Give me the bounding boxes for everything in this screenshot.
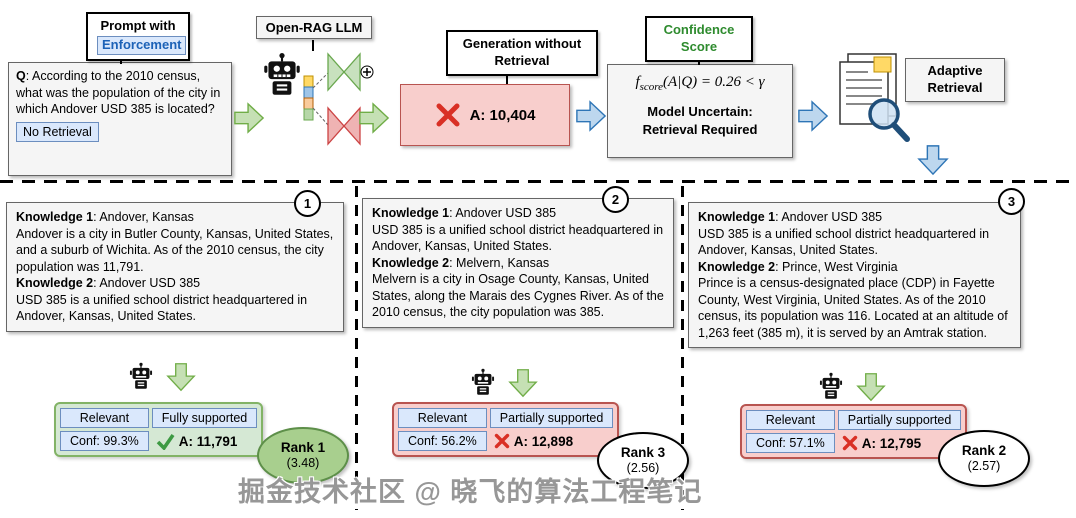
knowledge-1-label: Knowledge 1	[372, 206, 450, 220]
knowledge-1-body: USD 385 is a unified school district hea…	[372, 222, 664, 254]
rank-badge: Rank 3 (2.56)	[597, 432, 689, 489]
generation-callout: Generation without Retrieval	[446, 30, 598, 76]
vertical-divider-2	[681, 186, 684, 510]
relevance-cell: Relevant	[60, 408, 149, 428]
generation-callout-line1: Generation without	[462, 36, 582, 51]
knowledge-box: Knowledge 1: Andover USD 385 USD 385 is …	[688, 202, 1021, 348]
support-cell: Partially supported	[837, 410, 962, 430]
knowledge-2-body: Prince is a census-designated place (CDP…	[698, 276, 1008, 340]
robot-generation-step	[470, 368, 538, 398]
critique-result-box: Relevant Partially supported Conf: 57.1%…	[740, 404, 968, 459]
answer-text: A: 12,898	[513, 433, 574, 449]
moe-network-icon	[303, 52, 374, 146]
enforcement-highlight: Enforcement	[97, 35, 187, 55]
rank-score: (2.56)	[626, 461, 660, 476]
rank-badge: Rank 2 (2.57)	[938, 430, 1030, 487]
horizontal-divider	[0, 180, 1076, 183]
arrow-down-icon	[508, 369, 538, 398]
arrow-right-icon	[576, 100, 607, 132]
no-retrieval-answer: A: 10,404	[469, 106, 536, 124]
confidence-cell: Conf: 57.1%	[746, 433, 835, 453]
document-search-icon	[839, 53, 910, 142]
answer-cell: A: 12,898	[490, 431, 614, 451]
support-cell: Partially supported	[489, 408, 614, 428]
knowledge-1-body: USD 385 is a unified school district hea…	[698, 226, 990, 258]
robot-icon	[264, 53, 300, 95]
rank-badge: Rank 1 (3.48)	[257, 427, 349, 484]
knowledge-2-body: Melvern is a city in Osage County, Kansa…	[372, 272, 664, 319]
arrow-right-icon	[359, 102, 390, 134]
connector-line	[506, 74, 508, 84]
confidence-callout-line2: Score	[680, 38, 718, 54]
knowledge-1-label: Knowledge 1	[16, 210, 94, 224]
answer-cell: A: 12,795	[838, 433, 962, 453]
knowledge-2-label: Knowledge 2	[698, 259, 776, 274]
answer-text: A: 12,795	[861, 435, 922, 451]
relevance-cell: Relevant	[398, 408, 487, 428]
connector-line	[312, 40, 314, 51]
prompt-enforcement-callout: Prompt with Enforcement	[86, 12, 190, 61]
model-uncertain-text: Model Uncertain: Retrieval Required	[642, 104, 758, 137]
knowledge-1-title: : Andover USD 385	[449, 206, 557, 220]
robot-icon	[819, 372, 843, 399]
confidence-callout: Confidence Score	[645, 16, 753, 62]
prompt-callout-line1: Prompt with	[100, 18, 176, 33]
branch-number-badge: 1	[294, 190, 321, 217]
no-retrieval-tag: No Retrieval	[16, 121, 99, 142]
generation-callout-line2: Retrieval	[494, 52, 550, 68]
question-box: Q: According to the 2010 census, what wa…	[8, 62, 232, 176]
llm-label: Open-RAG LLM	[256, 16, 372, 39]
support-cell: Fully supported	[151, 408, 258, 428]
knowledge-2-title: : Prince, West Virginia	[775, 259, 898, 274]
no-retrieval-answer-box: A: 10,404	[400, 84, 570, 146]
question-text: : According to the 2010 census, what was…	[16, 69, 221, 116]
knowledge-box: Knowledge 1: Andover USD 385 USD 385 is …	[362, 198, 674, 328]
rank-score: (3.48)	[286, 456, 320, 471]
robot-icon	[129, 362, 153, 389]
arrow-down-icon	[917, 145, 949, 176]
knowledge-2-body: USD 385 is a unified school district hea…	[16, 292, 308, 324]
watermark: 掘金技术社区 @ 晓飞的算法工程笔记	[238, 477, 703, 507]
connector-line	[120, 58, 122, 64]
cross-icon	[494, 433, 509, 449]
knowledge-2-title: : Melvern, Kansas	[449, 255, 550, 270]
answer-cell: A: 11,791	[152, 431, 257, 451]
branch-number-badge: 3	[998, 188, 1025, 215]
question-label: Q	[16, 69, 26, 83]
arrow-down-icon	[166, 363, 196, 392]
arrow-down-icon	[856, 373, 886, 402]
knowledge-1-body: Andover is a city in Butler County, Kans…	[16, 226, 334, 274]
arrow-right-icon	[798, 100, 829, 132]
knowledge-2-title: : Andover USD 385	[93, 276, 201, 290]
rank-label: Rank 2	[961, 442, 1007, 458]
knowledge-2-label: Knowledge 2	[16, 276, 94, 290]
rank-label: Rank 1	[280, 439, 326, 455]
vertical-divider-1	[355, 186, 358, 510]
adaptive-retrieval-label: Adaptive Retrieval	[905, 58, 1005, 102]
confidence-cell: Conf: 56.2%	[398, 431, 487, 451]
critique-result-box: Relevant Fully supported Conf: 99.3% A: …	[54, 402, 264, 457]
robot-icon	[471, 368, 495, 395]
critique-result-box: Relevant Partially supported Conf: 56.2%…	[392, 402, 620, 457]
confidence-score-box: fscore(A|Q) = 0.26 < γ Model Uncertain: …	[607, 64, 793, 158]
rank-label: Rank 3	[620, 444, 666, 460]
robot-generation-step	[128, 362, 196, 392]
cross-icon	[842, 435, 857, 451]
confidence-cell: Conf: 99.3%	[60, 431, 149, 451]
knowledge-2-label: Knowledge 2	[372, 255, 450, 270]
answer-text: A: 11,791	[178, 433, 238, 449]
rank-score: (2.57)	[967, 459, 1001, 474]
branch-number-badge: 2	[602, 186, 629, 213]
knowledge-1-label: Knowledge 1	[698, 210, 776, 224]
confidence-formula: fscore(A|Q) = 0.26 < γ	[635, 74, 765, 93]
arrow-right-icon	[234, 102, 265, 134]
knowledge-1-title: : Andover, Kansas	[93, 210, 194, 224]
relevance-cell: Relevant	[746, 410, 835, 430]
knowledge-box: Knowledge 1: Andover, Kansas Andover is …	[6, 202, 344, 332]
check-icon	[156, 433, 175, 450]
cross-icon	[436, 103, 460, 127]
confidence-callout-line1: Confidence	[663, 22, 735, 37]
robot-generation-step	[818, 372, 886, 402]
knowledge-1-title: : Andover USD 385	[775, 210, 883, 224]
